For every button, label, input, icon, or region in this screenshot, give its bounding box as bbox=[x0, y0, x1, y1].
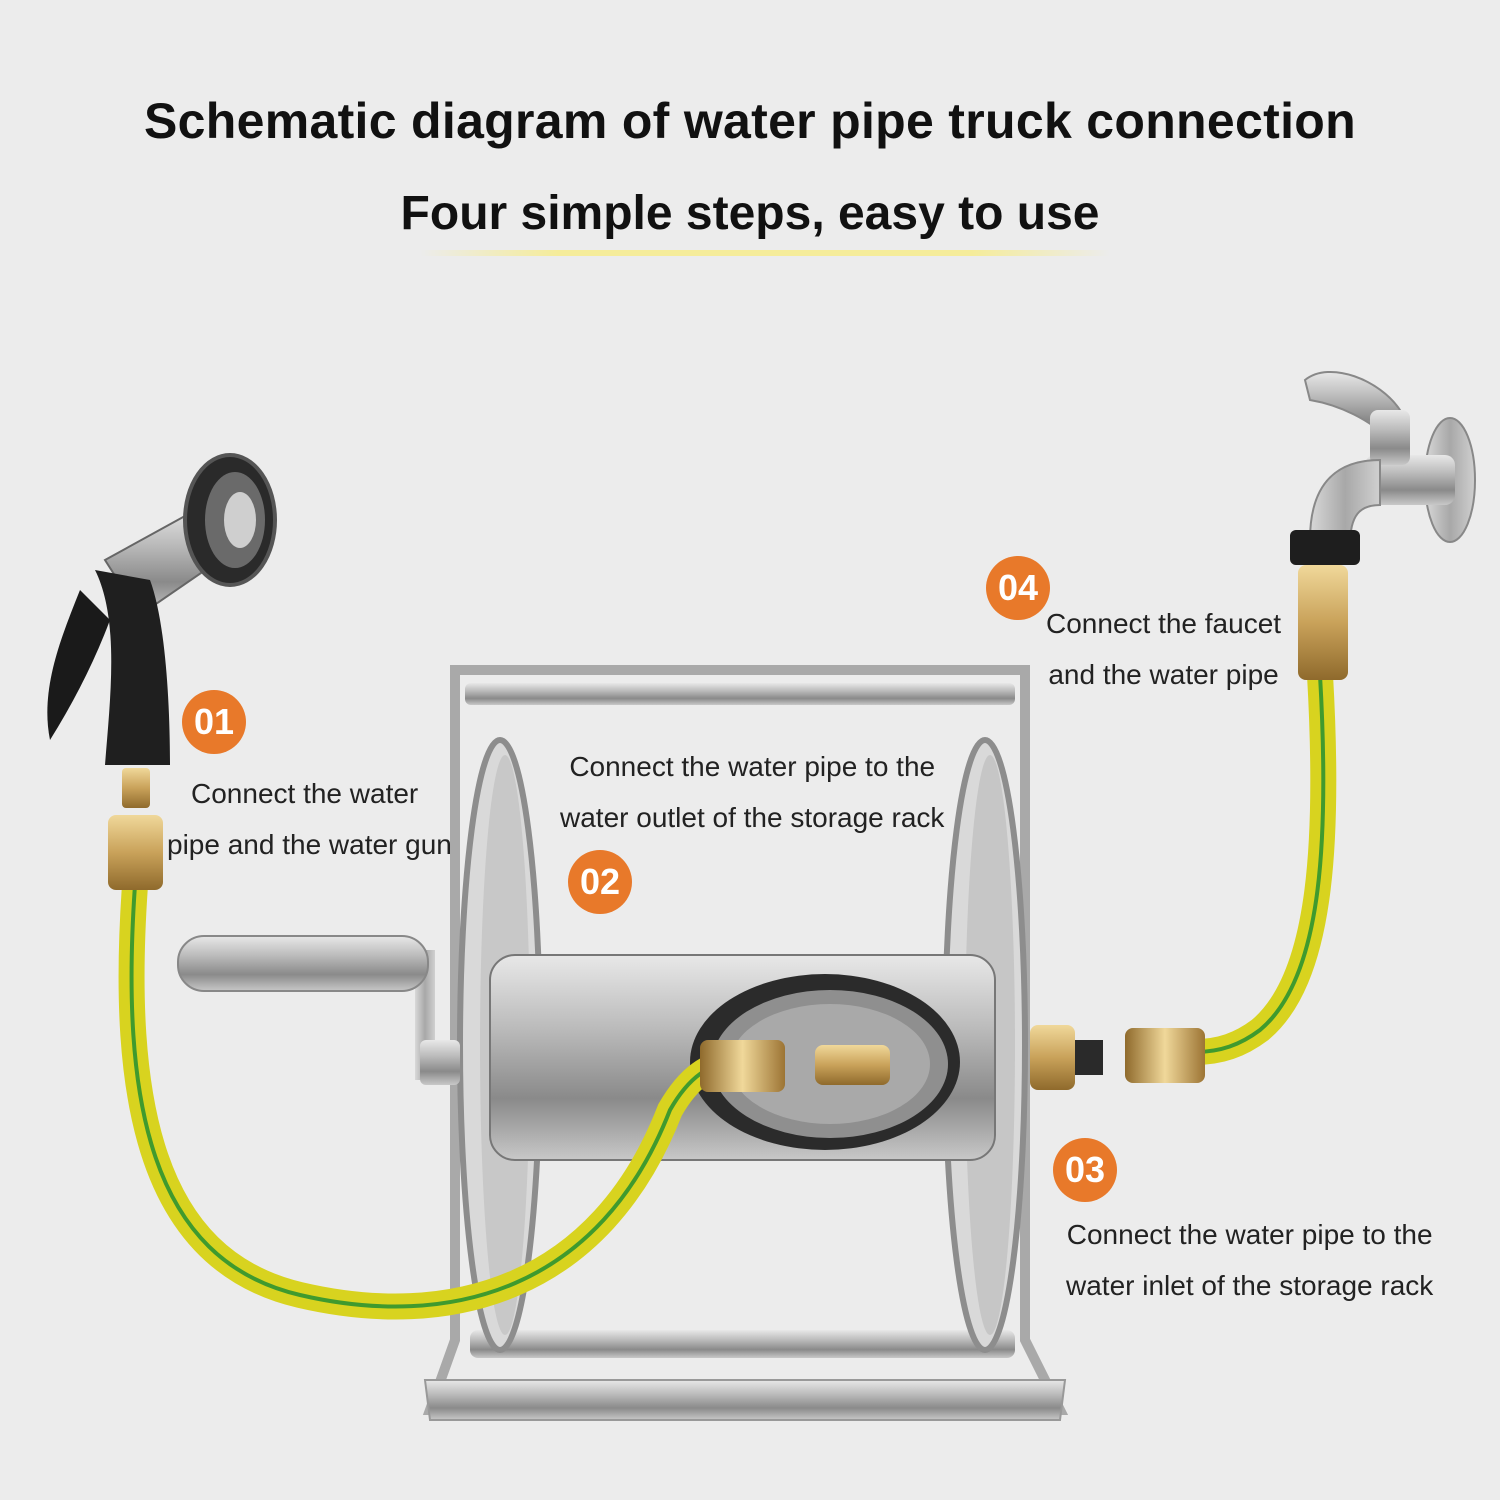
hose-icon bbox=[1125, 565, 1348, 1083]
step-04-line1: Connect the faucet bbox=[1046, 608, 1282, 639]
step-text-04: Connect the faucet and the water pipe bbox=[1046, 598, 1281, 700]
step-text-03: Connect the water pipe to the water inle… bbox=[1066, 1209, 1433, 1311]
step-01-line1: Connect the water bbox=[191, 778, 419, 809]
step-03-line2: water inlet of the storage rack bbox=[1066, 1270, 1434, 1301]
hose-icon bbox=[108, 768, 785, 1320]
step-text-02: Connect the water pipe to the water outl… bbox=[560, 741, 944, 843]
step-03-line1: Connect the water pipe to the bbox=[1066, 1219, 1433, 1250]
step-02-line2: water outlet of the storage rack bbox=[560, 802, 945, 833]
step-text-01: Connect the water pipe and the water gun bbox=[167, 768, 452, 870]
step-badge-01: 01 bbox=[182, 690, 246, 754]
step-04-line2: and the water pipe bbox=[1048, 659, 1279, 690]
spray-gun-icon bbox=[47, 453, 277, 765]
step-badge-04: 04 bbox=[986, 556, 1050, 620]
step-badge-03: 03 bbox=[1053, 1138, 1117, 1202]
page-subtitle: Four simple steps, easy to use bbox=[400, 187, 1100, 240]
faucet-icon bbox=[1290, 371, 1476, 565]
step-02-line1: Connect the water pipe to the bbox=[569, 751, 936, 782]
step-01-line2: pipe and the water gun bbox=[167, 829, 452, 860]
step-badge-02: 02 bbox=[568, 850, 632, 914]
page-title: Schematic diagram of water pipe truck co… bbox=[144, 93, 1356, 149]
subtitle-underline bbox=[420, 250, 1110, 256]
